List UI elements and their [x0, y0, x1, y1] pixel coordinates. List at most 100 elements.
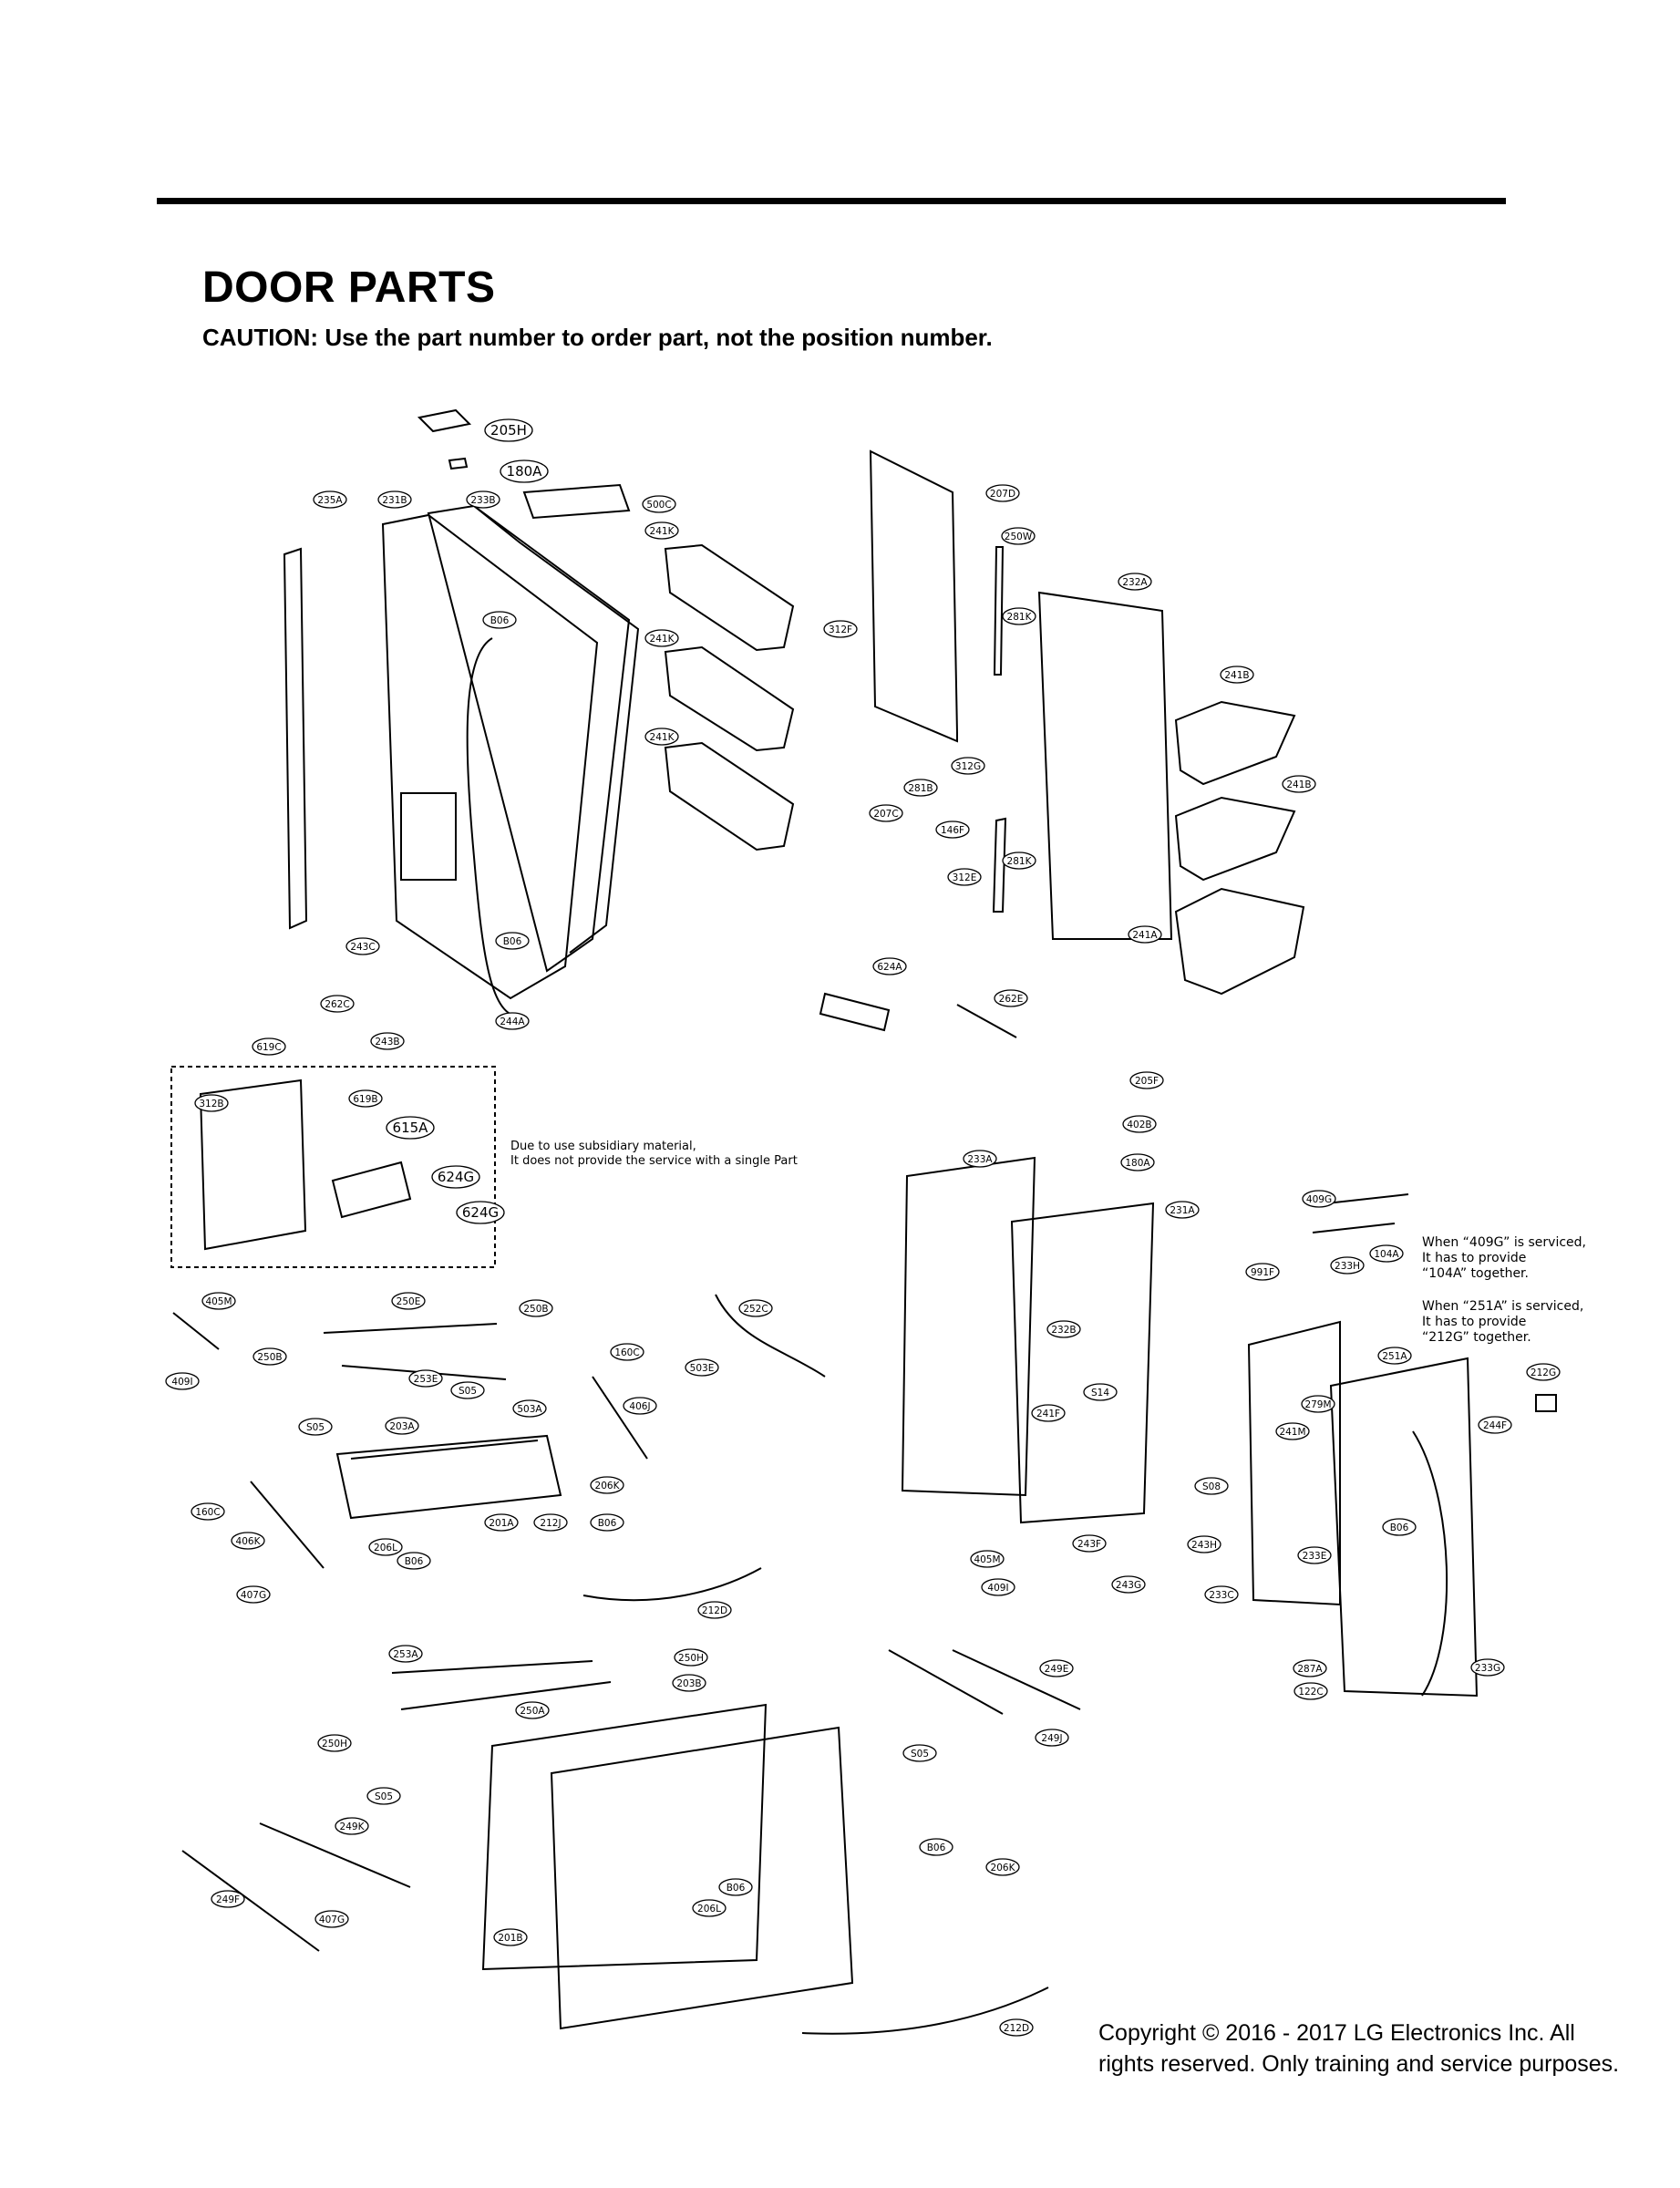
callout-oval — [314, 1910, 349, 1928]
callout-oval — [1194, 1477, 1229, 1495]
callout-oval — [1083, 1383, 1118, 1401]
callout-241k: 241K — [644, 629, 679, 647]
callout-b06: B06 — [919, 1838, 953, 1856]
callout-s05: S05 — [902, 1744, 937, 1762]
part-205H — [417, 408, 472, 433]
bracket-249K — [259, 1822, 411, 1888]
callout-text: 405M — [205, 1296, 232, 1307]
callout-249f: 249F — [211, 1890, 245, 1908]
callout-s05: S05 — [450, 1381, 485, 1399]
callout-oval — [484, 1513, 519, 1532]
callout-oval — [1072, 1534, 1107, 1553]
callout-text: S08 — [1202, 1481, 1221, 1492]
callout-160c: 160C — [610, 1343, 644, 1361]
callout-text: 212G — [1531, 1368, 1556, 1378]
callout-oval — [999, 2018, 1034, 2037]
callout-180a: 180A — [500, 459, 549, 483]
callout-text: 253A — [393, 1649, 418, 1660]
callout-oval — [718, 1878, 753, 1896]
callout-text: B06 — [503, 936, 522, 947]
callout-text: 281K — [1007, 856, 1033, 867]
callout-oval — [985, 484, 1020, 502]
callout-233g: 233G — [1470, 1658, 1505, 1677]
bracket-249J — [888, 1649, 1004, 1715]
callout-oval — [345, 937, 380, 955]
callout-text: 406K — [236, 1536, 262, 1547]
callout-text: 409I — [171, 1377, 192, 1388]
callout-text: 279M — [1304, 1399, 1331, 1410]
left-door-side-panel — [283, 547, 308, 930]
callout-oval — [947, 868, 982, 886]
callout-text: 241B — [1224, 670, 1249, 681]
callout-oval — [236, 1585, 271, 1604]
callout-text: 281B — [908, 783, 933, 794]
gasket-233C — [1247, 1320, 1341, 1606]
callout-oval — [317, 1734, 352, 1752]
callout-s05: S05 — [366, 1787, 401, 1805]
callout-oval — [1275, 1422, 1310, 1440]
callout-281k: 281K — [1002, 607, 1036, 625]
callout-243h: 243H — [1187, 1535, 1221, 1553]
caution-note: CAUTION: Use the part number to order pa… — [202, 324, 993, 351]
callout-text: 281K — [1007, 612, 1033, 623]
callout-oval — [1111, 1575, 1146, 1594]
callout-503a: 503A — [512, 1399, 547, 1418]
service-note-251a-line2: It has to provide — [1422, 1315, 1527, 1329]
callout-text: 619C — [256, 1042, 281, 1053]
callout-233b: 233B — [466, 490, 500, 509]
callout-241b: 241B — [1282, 775, 1316, 793]
callout-oval — [450, 1381, 485, 1399]
callout-oval — [970, 1550, 1005, 1568]
callout-text: 205H — [490, 422, 527, 439]
callout-text: 203B — [676, 1678, 701, 1689]
callout-243g: 243G — [1111, 1575, 1146, 1594]
callout-oval — [672, 1674, 706, 1692]
service-note-251a-line1: When “251A” is serviced, — [1422, 1299, 1584, 1314]
callout-text: 206L — [374, 1543, 397, 1553]
left-door-handle — [466, 637, 525, 1018]
callout-oval — [1297, 1546, 1332, 1564]
callout-text: 206L — [697, 1904, 721, 1914]
callout-405m: 405M — [970, 1550, 1005, 1568]
callout-406j: 406J — [623, 1397, 657, 1415]
callout-text: 402B — [1127, 1120, 1151, 1130]
callout-249e: 249E — [1039, 1659, 1074, 1677]
callout-312e: 312E — [947, 868, 982, 886]
callout-text: S05 — [306, 1422, 325, 1433]
callout-text: 252C — [743, 1304, 768, 1315]
callout-253a: 253A — [388, 1645, 423, 1663]
callout-text: 250A — [520, 1706, 545, 1717]
callout-text: 233H — [1335, 1261, 1360, 1272]
callout-312f: 312F — [823, 620, 858, 638]
callout-b06: B06 — [1382, 1518, 1417, 1536]
part-drawings — [170, 408, 1557, 2035]
callout-text: S05 — [911, 1749, 929, 1760]
right-door-inner — [1037, 591, 1173, 940]
callout-text: 231B — [382, 495, 407, 506]
callout-text: 249K — [340, 1822, 366, 1832]
callout-oval — [519, 1299, 553, 1317]
callout-text: 312E — [953, 872, 977, 883]
box-212G — [1535, 1394, 1557, 1412]
callout-s05: S05 — [298, 1418, 333, 1436]
callout-oval — [1369, 1244, 1404, 1263]
cable-252C — [715, 1294, 826, 1378]
callout-oval — [298, 1418, 333, 1436]
callout-b06: B06 — [495, 932, 530, 950]
door-251A — [1329, 1357, 1479, 1698]
callout-206k: 206K — [985, 1858, 1020, 1876]
callout-text: 233E — [1303, 1551, 1327, 1562]
callout-text: 146F — [941, 825, 964, 836]
callout-oval — [1035, 1729, 1069, 1747]
callout-oval — [644, 521, 679, 540]
callout-text: 232A — [1122, 577, 1148, 588]
callout-615a: 615A — [386, 1116, 435, 1140]
callout-oval — [674, 1648, 708, 1667]
callout-279m: 279M — [1301, 1395, 1335, 1413]
callout-oval — [1039, 1659, 1074, 1677]
callout-503e: 503E — [685, 1358, 719, 1377]
callout-500c: 500C — [642, 495, 676, 513]
callout-oval — [644, 629, 679, 647]
callout-250b: 250B — [253, 1347, 287, 1366]
part-250W — [993, 546, 1005, 676]
